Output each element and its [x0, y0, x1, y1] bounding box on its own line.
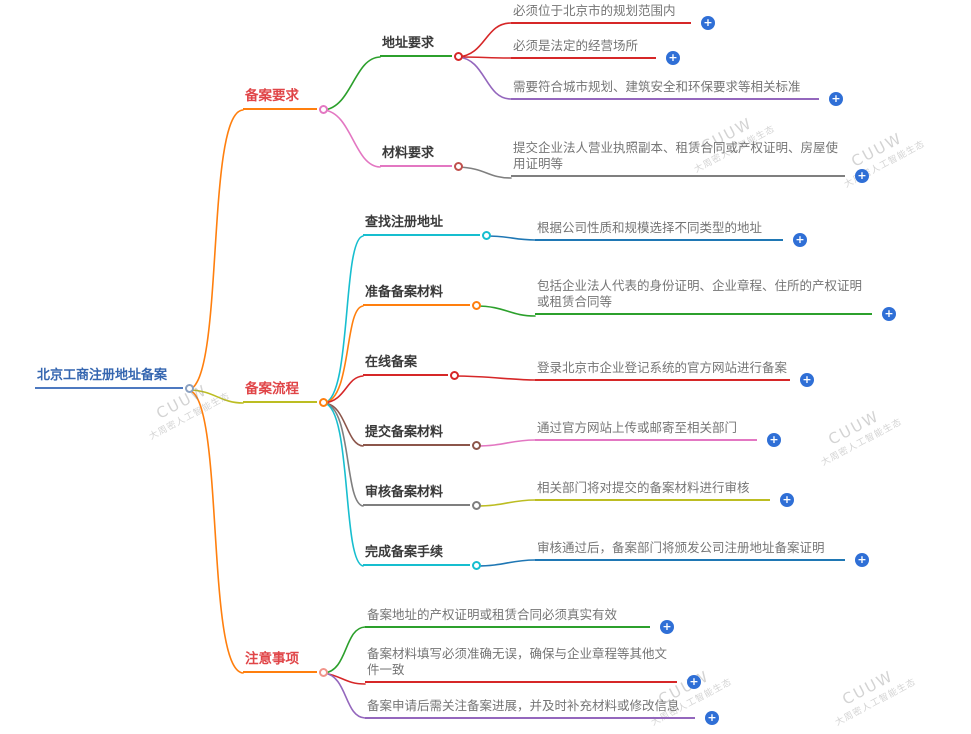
node-dot[interactable] — [319, 105, 328, 114]
node-dot[interactable] — [472, 501, 481, 510]
leaf-label: 备案地址的产权证明或租赁合同必须真实有效 — [367, 607, 618, 622]
subtopic-label: 审核备案材料 — [365, 485, 444, 500]
leaf-label: 备案申请后需关注备案进展，并及时补充材料或修改信息 — [367, 698, 680, 713]
link-prepare-materials-leaf — [475, 305, 536, 317]
link-online-filing-leaf — [453, 375, 536, 381]
subtopic-online-filing[interactable]: 在线备案 — [363, 353, 459, 380]
plus-icon[interactable]: + — [855, 169, 869, 183]
link-notes-leaf-3 — [323, 672, 366, 719]
branch-label: 备案要求 — [245, 88, 299, 104]
subtopic-label: 完成备案手续 — [365, 545, 444, 560]
subtopic-material-requirements[interactable]: 材料要求 — [380, 144, 463, 171]
node-dot[interactable] — [472, 301, 481, 310]
subtopic-label: 地址要求 — [382, 36, 435, 51]
plus-icon[interactable]: + — [666, 51, 680, 65]
subtopic-complete-filing[interactable]: 完成备案手续 — [363, 543, 481, 570]
leaf-node[interactable]: 通过官方网站上传或邮寄至相关部门 + — [535, 418, 781, 447]
link-address-leaf-1 — [457, 22, 512, 58]
link-to-address-req — [323, 56, 381, 111]
plus-icon[interactable]: + — [793, 233, 807, 247]
branch-filing-requirements[interactable]: 备案要求 — [243, 86, 328, 114]
subtopic-submit-materials[interactable]: 提交备案材料 — [363, 423, 481, 450]
leaf-label: 必须位于北京市的规划范围内 — [513, 3, 676, 18]
node-dot[interactable] — [450, 371, 459, 380]
leaf-label: 根据公司性质和规模选择不同类型的地址 — [537, 220, 763, 235]
link-root-to-requirements — [187, 109, 244, 391]
leaf-node[interactable]: 备案材料填写必须准确无误，确保与企业章程等其他文件一致 + — [365, 644, 701, 689]
link-find-address-leaf — [485, 235, 536, 241]
node-dot[interactable] — [472, 441, 481, 450]
leaf-node[interactable]: 备案申请后需关注备案进展，并及时补充材料或修改信息 + — [365, 696, 719, 725]
link-to-complete-filing — [323, 402, 364, 567]
leaf-node[interactable]: 备案地址的产权证明或租赁合同必须真实有效 + — [365, 605, 674, 634]
link-submit-materials-leaf — [475, 439, 536, 447]
subtopic-label: 在线备案 — [365, 355, 418, 370]
node-dot[interactable] — [319, 398, 328, 407]
link-to-review-materials — [323, 402, 364, 507]
link-address-leaf-2 — [457, 56, 512, 59]
leaf-node[interactable]: 审核通过后，备案部门将颁发公司注册地址备案证明 + — [535, 538, 869, 567]
leaf-label: 备案材料填写必须准确无误，确保与企业章程等其他文件一致 — [367, 646, 668, 677]
link-complete-filing-leaf — [475, 559, 536, 567]
subtopic-label: 查找注册地址 — [365, 215, 444, 230]
node-dot[interactable] — [185, 384, 194, 393]
leaf-node[interactable]: 必须是法定的经营场所 + — [511, 36, 680, 65]
leaf-node[interactable]: 必须位于北京市的规划范围内 + — [511, 1, 715, 30]
branch-label: 备案流程 — [245, 381, 299, 397]
link-notes-leaf-1 — [323, 626, 366, 674]
link-material-leaf-1 — [457, 166, 512, 179]
leaf-label: 必须是法定的经营场所 — [513, 38, 639, 53]
leaf-node[interactable]: 需要符合城市规划、建筑安全和环保要求等相关标准 + — [511, 77, 843, 106]
leaf-node[interactable]: 相关部门将对提交的备案材料进行审核 + — [535, 478, 794, 507]
leaf-label: 包括企业法人代表的身份证明、企业章程、住所的产权证明或租赁合同等 — [537, 278, 863, 309]
plus-icon[interactable]: + — [701, 16, 715, 30]
node-dot[interactable] — [482, 231, 491, 240]
leaf-label: 提交企业法人营业执照副本、租赁合同或产权证明、房屋使用证明等 — [513, 140, 839, 171]
leaf-label: 通过官方网站上传或邮寄至相关部门 — [537, 420, 738, 435]
plus-icon[interactable]: + — [705, 711, 719, 725]
node-dot[interactable] — [454, 162, 463, 171]
node-dot[interactable] — [454, 52, 463, 61]
plus-icon[interactable]: + — [660, 620, 674, 634]
root-label: 北京工商注册地址备案 — [37, 368, 168, 383]
plus-icon[interactable]: + — [767, 433, 781, 447]
link-address-leaf-3 — [457, 56, 512, 100]
node-dot[interactable] — [472, 561, 481, 570]
leaf-label: 登录北京市企业登记系统的官方网站进行备案 — [537, 360, 788, 375]
leaf-node[interactable]: 根据公司性质和规模选择不同类型的地址 + — [535, 218, 807, 247]
subtopic-label: 提交备案材料 — [365, 425, 444, 440]
subtopic-address-requirements[interactable]: 地址要求 — [380, 34, 463, 61]
subtopic-label: 准备备案材料 — [365, 285, 444, 300]
leaf-label: 审核通过后，备案部门将颁发公司注册地址备案证明 — [537, 540, 825, 555]
subtopic-label: 材料要求 — [382, 146, 435, 161]
branch-label: 注意事项 — [245, 651, 299, 667]
plus-icon[interactable]: + — [800, 373, 814, 387]
link-to-prepare-materials — [323, 305, 364, 404]
plus-icon[interactable]: + — [882, 307, 896, 321]
subtopic-find-address[interactable]: 查找注册地址 — [363, 213, 491, 240]
plus-icon[interactable]: + — [780, 493, 794, 507]
subtopic-review-materials[interactable]: 审核备案材料 — [363, 483, 481, 510]
link-review-materials-leaf — [475, 499, 536, 507]
link-root-to-notes — [187, 389, 244, 674]
subtopic-prepare-materials[interactable]: 准备备案材料 — [363, 283, 481, 310]
leaf-node[interactable]: 提交企业法人营业执照副本、租赁合同或产权证明、房屋使用证明等 + — [511, 138, 869, 183]
node-dot[interactable] — [319, 668, 328, 677]
link-root-to-process — [187, 389, 244, 404]
plus-icon[interactable]: + — [687, 675, 701, 689]
link-to-online-filing — [323, 375, 364, 404]
branch-notes[interactable]: 注意事项 — [243, 649, 328, 677]
node-root[interactable]: 北京工商注册地址备案 — [35, 366, 194, 393]
leaf-node[interactable]: 登录北京市企业登记系统的官方网站进行备案 + — [535, 358, 814, 387]
link-to-find-address — [323, 235, 364, 404]
branch-filing-process[interactable]: 备案流程 — [243, 379, 328, 407]
leaf-node[interactable]: 包括企业法人代表的身份证明、企业章程、住所的产权证明或租赁合同等 + — [535, 276, 896, 321]
leaf-label: 相关部门将对提交的备案材料进行审核 — [537, 480, 750, 495]
plus-icon[interactable]: + — [855, 553, 869, 567]
plus-icon[interactable]: + — [829, 92, 843, 106]
leaf-label: 需要符合城市规划、建筑安全和环保要求等相关标准 — [513, 79, 801, 94]
link-to-material-req — [323, 109, 381, 168]
